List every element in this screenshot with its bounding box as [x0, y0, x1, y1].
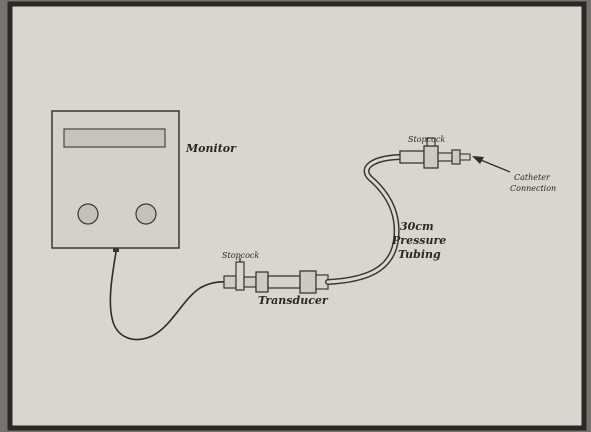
catheter-arrow-head — [472, 156, 484, 164]
left-stopcock-body — [223, 275, 237, 289]
label-stopcock-left: Stopcock — [222, 251, 259, 260]
right-stopcock-handle — [426, 137, 436, 147]
label-tubing-line2: Pressure — [391, 234, 446, 247]
label-transducer: Transducer — [258, 294, 329, 307]
right-stopcock-luer — [451, 149, 461, 165]
left-stopcock-valve — [235, 261, 245, 291]
transducer-cap — [255, 271, 269, 293]
monitor-cable — [109, 251, 237, 341]
pressure-tubing-lumen — [326, 155, 402, 284]
label-tubing-line3: Tubing — [398, 248, 441, 261]
monitor-knob-left — [77, 203, 99, 225]
right-stopcock-inlet — [399, 150, 425, 164]
label-catheter-line2: Connection — [510, 184, 556, 193]
label-monitor: Monitor — [185, 142, 237, 155]
right-stopcock-outlet — [437, 152, 453, 162]
label-catheter-line1: Catheter — [514, 173, 551, 182]
transducer — [255, 270, 329, 294]
monitor — [51, 110, 180, 252]
monitor-cable-port — [113, 248, 119, 252]
right-stopcock-tip — [459, 153, 471, 161]
monitor-knob-right — [135, 203, 157, 225]
right-stopcock-body — [423, 145, 439, 169]
right-stopcock — [399, 137, 471, 169]
label-tubing-line1: 30cm — [400, 220, 434, 233]
label-stopcock-right: Stopcock — [408, 135, 445, 144]
transducer-dome — [299, 270, 317, 294]
transducer-body — [267, 275, 301, 289]
left-stopcock-outlet — [243, 276, 257, 288]
monitor-display — [63, 128, 166, 148]
